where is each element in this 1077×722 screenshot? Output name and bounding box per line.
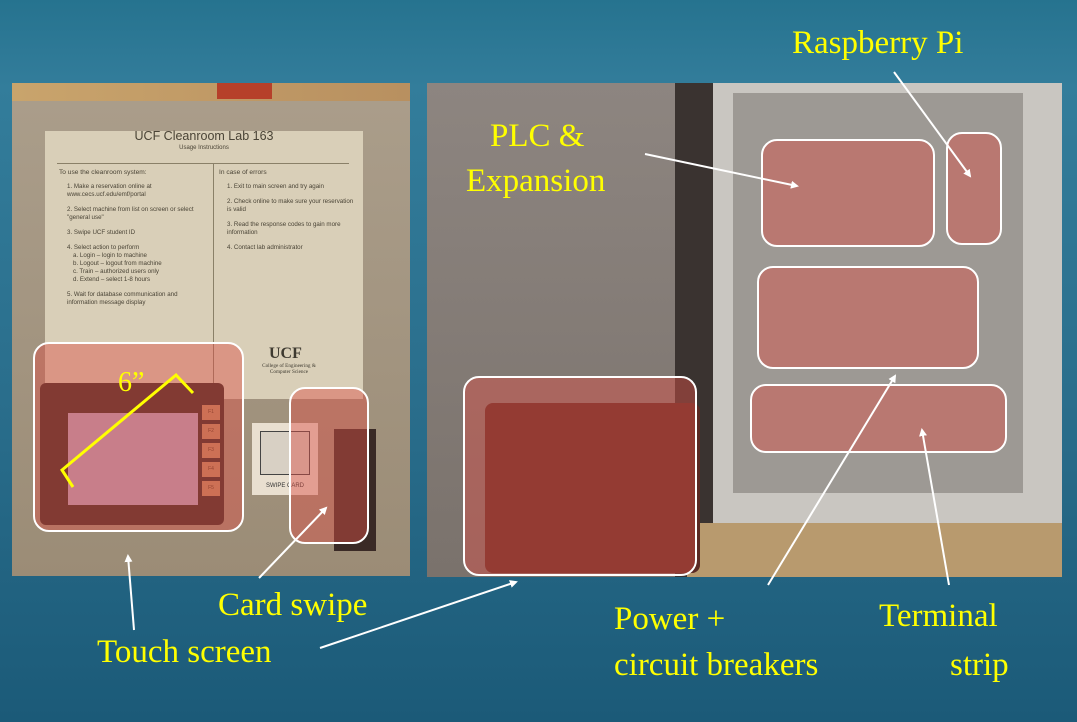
card-swipe-highlight <box>289 387 369 544</box>
swipe-card-sticker: SWIPE CARD <box>252 423 318 495</box>
error-item: 1. Exit to main screen and try again <box>227 183 324 190</box>
label-card-swipe: Card swipe <box>218 587 368 623</box>
instruction-sheet-title: UCF Cleanroom Lab 163 <box>134 129 274 143</box>
error-item: 2. Check online to make sure your reserv… <box>227 198 354 213</box>
function-key: F2 <box>202 424 220 439</box>
function-key: F4 <box>202 462 220 477</box>
size-label: 6” <box>118 367 145 398</box>
instructions-column: To use the cleanroom system: 1. Make a r… <box>59 169 209 314</box>
floor-background <box>687 523 1062 577</box>
instruction-sub-item: d. Extend – select 1-8 hours <box>73 276 151 283</box>
instruction-item: 2. Select machine from list on screen or… <box>67 206 194 221</box>
function-key: F1 <box>202 405 220 420</box>
red-wall-box <box>217 83 272 99</box>
function-key: F3 <box>202 443 220 458</box>
instruction-sub-item: c. Train – authorized users only <box>73 268 159 275</box>
label-plc-line1: PLC & <box>490 118 585 154</box>
touchscreen-rear <box>485 403 700 573</box>
instructions-heading: To use the cleanroom system: <box>59 169 147 176</box>
sheet-divider <box>57 163 349 164</box>
instruction-item: 1. Make a reservation online at www.cecs… <box>67 183 152 198</box>
instruction-item: 5. Wait for database communication and i… <box>67 291 178 306</box>
sheet-column-divider <box>213 163 214 399</box>
plc-highlight <box>761 139 935 247</box>
label-power-line2: circuit breakers <box>614 647 819 683</box>
function-keys: F1 F2 F3 F4 F5 <box>202 405 220 500</box>
label-power-line1: Power + <box>614 601 726 637</box>
errors-column: In case of errors 1. Exit to main screen… <box>219 169 354 259</box>
error-item: 4. Contact lab administrator <box>227 244 303 251</box>
label-terminal-line1: Terminal <box>879 598 998 634</box>
errors-heading: In case of errors <box>219 169 267 176</box>
instruction-sub-item: a. Login – login to machine <box>73 252 147 259</box>
photo-front-panel: UCF Cleanroom Lab 163 Usage Instructions… <box>12 83 410 576</box>
raspberry-pi-highlight <box>946 132 1002 245</box>
label-terminal-line2: strip <box>950 647 1009 683</box>
power-breakers-highlight <box>757 266 979 369</box>
label-touch-screen: Touch screen <box>97 634 272 670</box>
function-key: F5 <box>202 481 220 496</box>
instruction-sheet: UCF Cleanroom Lab 163 Usage Instructions… <box>45 129 363 399</box>
wall-background <box>12 83 410 101</box>
swipe-card-text: SWIPE CARD <box>265 483 304 489</box>
label-plc-line2: Expansion <box>466 163 606 199</box>
photo-enclosure-interior <box>427 83 1062 577</box>
terminal-strip-highlight <box>750 384 1007 453</box>
instruction-sub-item: b. Logout – logout from machine <box>73 260 162 267</box>
ucf-college-name: College of Engineering & Computer Scienc… <box>262 363 316 375</box>
instruction-item: 3. Swipe UCF student ID <box>67 229 136 236</box>
touchscreen-rear-highlight <box>463 376 697 576</box>
label-raspberry-pi: Raspberry Pi <box>792 25 964 61</box>
ucf-logo: UCF <box>269 345 302 362</box>
instruction-item: 4. Select action to perform <box>67 244 140 251</box>
card-reader-icon <box>260 431 310 475</box>
error-item: 3. Read the response codes to gain more … <box>227 221 341 236</box>
instruction-sheet-subtitle: Usage Instructions <box>179 145 229 151</box>
